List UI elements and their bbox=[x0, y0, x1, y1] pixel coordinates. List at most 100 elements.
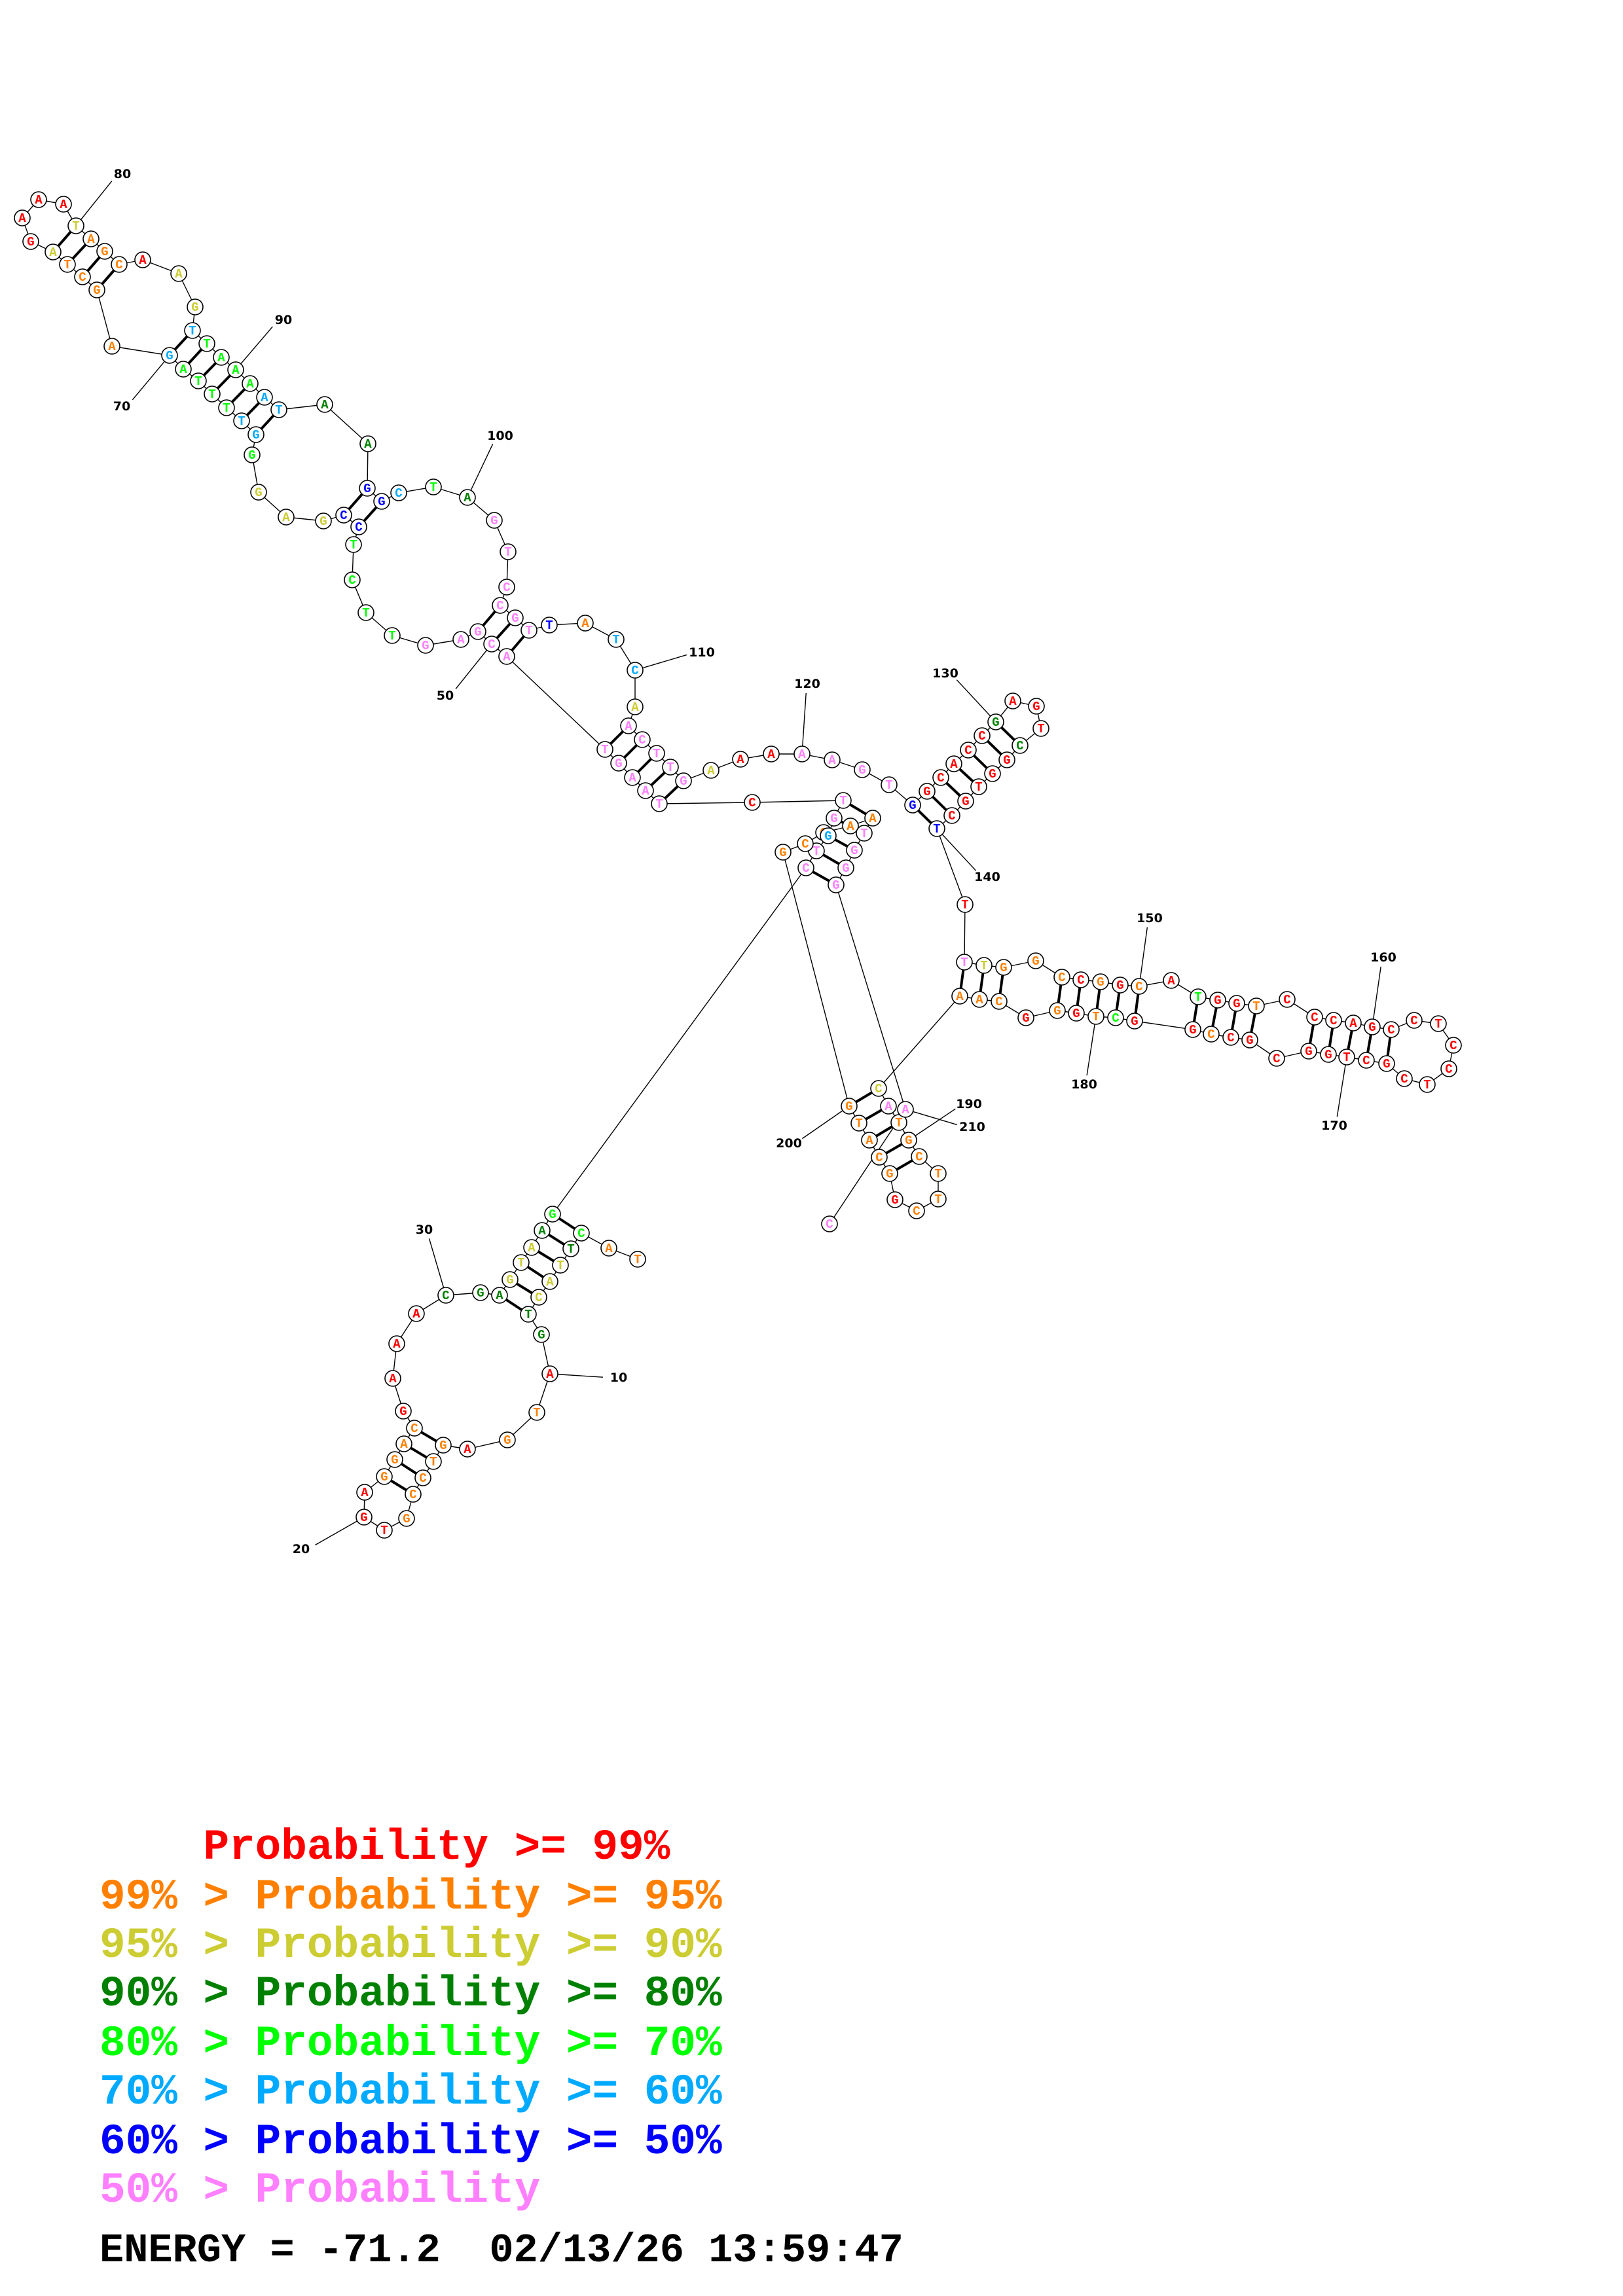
nucleotide: A bbox=[732, 751, 749, 768]
nucleotide-circle bbox=[1222, 1029, 1239, 1046]
nucleotide-circle bbox=[662, 759, 679, 776]
nucleotide-circle bbox=[523, 1239, 540, 1256]
nucleotide: T bbox=[59, 256, 76, 273]
nucleotide-circle bbox=[425, 478, 442, 495]
position-label-leader bbox=[1139, 927, 1148, 987]
nucleotide: G bbox=[984, 765, 1001, 782]
nucleotide: C bbox=[991, 993, 1008, 1010]
nucleotide-letter: C bbox=[1311, 1011, 1318, 1025]
nucleotide-circle bbox=[1358, 1052, 1375, 1069]
nucleotide-letter: C bbox=[348, 573, 356, 588]
nucleotide-letter: C bbox=[496, 599, 503, 613]
nucleotide-letter: C bbox=[535, 1291, 542, 1305]
nucleotide-letter: A bbox=[393, 1337, 401, 1352]
nucleotide-circle bbox=[837, 859, 854, 876]
nucleotide: T bbox=[184, 322, 201, 339]
nucleotide: C bbox=[932, 769, 949, 786]
position-label: 130 bbox=[932, 666, 958, 681]
nucleotide-letter: G bbox=[989, 767, 996, 781]
nucleotide-letter: A bbox=[629, 771, 636, 785]
nucleotide-circle bbox=[390, 484, 407, 501]
nucleotide-letter: C bbox=[915, 1150, 922, 1164]
nucleotide-letter: A bbox=[60, 198, 67, 212]
nucleotide: G bbox=[359, 480, 376, 497]
nucleotide: G bbox=[904, 797, 921, 814]
nucleotide-circle bbox=[373, 493, 390, 510]
nucleotide: G bbox=[995, 959, 1012, 976]
position-label: 80 bbox=[114, 167, 131, 181]
nucleotide-letter: T bbox=[388, 629, 395, 643]
nucleotide-circle bbox=[198, 335, 215, 352]
nucleotide-letter: T bbox=[860, 827, 867, 841]
nucleotide-circle bbox=[744, 794, 761, 811]
nucleotide: A bbox=[45, 243, 62, 260]
nucleotide-circle bbox=[187, 298, 204, 315]
nucleotide: T bbox=[204, 386, 221, 403]
nucleotide-circle bbox=[1027, 952, 1044, 969]
nucleotide-circle bbox=[530, 1289, 547, 1306]
nucleotide-circle bbox=[1004, 692, 1021, 709]
nucleotide: A bbox=[945, 755, 962, 772]
nucleotide: C bbox=[911, 1148, 928, 1165]
nucleotide: G bbox=[1028, 698, 1045, 715]
nucleotide: C bbox=[437, 1287, 454, 1304]
nucleotide: C bbox=[350, 518, 367, 535]
nucleotide-circle bbox=[600, 1240, 617, 1257]
nucleotide-circle bbox=[184, 322, 201, 339]
nucleotide-letter: G bbox=[1053, 1004, 1061, 1018]
nucleotide: T bbox=[596, 741, 613, 758]
nucleotide-circle bbox=[951, 988, 968, 1005]
nucleotide: C bbox=[974, 727, 991, 744]
nucleotide-letter: A bbox=[457, 633, 465, 647]
nucleotide-letter: G bbox=[1022, 1011, 1029, 1026]
nucleotide-letter: G bbox=[93, 283, 100, 298]
nucleotide: C bbox=[344, 571, 361, 588]
nucleotide-letter: G bbox=[680, 774, 687, 789]
position-label: 10 bbox=[610, 1371, 627, 1385]
backbone-segment bbox=[878, 996, 960, 1089]
nucleotide-circle bbox=[871, 1149, 888, 1166]
nucleotide-circle bbox=[1300, 1043, 1317, 1060]
nucleotide-circle bbox=[995, 959, 1012, 976]
nucleotide: G bbox=[841, 1098, 858, 1115]
nucleotide-circle bbox=[627, 662, 644, 679]
nucleotide-letter: C bbox=[638, 733, 646, 747]
nucleotide: G bbox=[161, 347, 178, 364]
position-label: 150 bbox=[1137, 911, 1163, 925]
nucleotide: G bbox=[1049, 1002, 1066, 1019]
nucleotide: T bbox=[562, 1240, 579, 1257]
nucleotide-letter: C bbox=[577, 1227, 585, 1241]
nucleotide-circle bbox=[608, 631, 625, 648]
nucleotide-circle bbox=[359, 435, 376, 452]
nucleotide-letter: G bbox=[363, 482, 371, 496]
nucleotide-circle bbox=[111, 256, 128, 273]
nucleotide-circle bbox=[880, 1098, 897, 1115]
nucleotide-letter: C bbox=[1283, 993, 1290, 1007]
nucleotide-circle bbox=[1228, 995, 1245, 1012]
nucleotide: C bbox=[797, 859, 814, 876]
legend-threshold: 60% > bbox=[100, 2117, 255, 2166]
nucleotide: T bbox=[930, 1191, 947, 1208]
nucleotide-letter: G bbox=[1000, 961, 1007, 975]
nucleotide: A bbox=[864, 810, 881, 827]
nucleotide: T bbox=[956, 954, 973, 971]
legend-label: Probability >= 95% bbox=[255, 1873, 722, 1922]
nucleotide: C bbox=[1325, 1012, 1342, 1029]
nucleotide-letter: C bbox=[1207, 1028, 1214, 1042]
nucleotide-letter: C bbox=[1362, 1054, 1370, 1068]
nucleotide-letter: G bbox=[319, 514, 327, 529]
nucleotide-letter: T bbox=[634, 1253, 641, 1267]
nucleotide-circle bbox=[500, 543, 517, 560]
nucleotide-letter: G bbox=[858, 763, 866, 778]
nucleotide-letter: T bbox=[933, 822, 940, 836]
nucleotide: G bbox=[610, 755, 627, 772]
nucleotide: T bbox=[357, 604, 374, 621]
nucleotide: T bbox=[1087, 1008, 1104, 1025]
nucleotide-letter: A bbox=[538, 1224, 546, 1238]
nucleotide-circle bbox=[797, 835, 814, 852]
nucleotide-circle bbox=[897, 1101, 914, 1118]
legend-entry: 70% > Probability >= 60% bbox=[100, 2071, 722, 2114]
nucleotide-circle bbox=[498, 648, 515, 665]
nucleotide: T bbox=[850, 1115, 867, 1132]
nucleotide-circle bbox=[356, 1484, 373, 1501]
